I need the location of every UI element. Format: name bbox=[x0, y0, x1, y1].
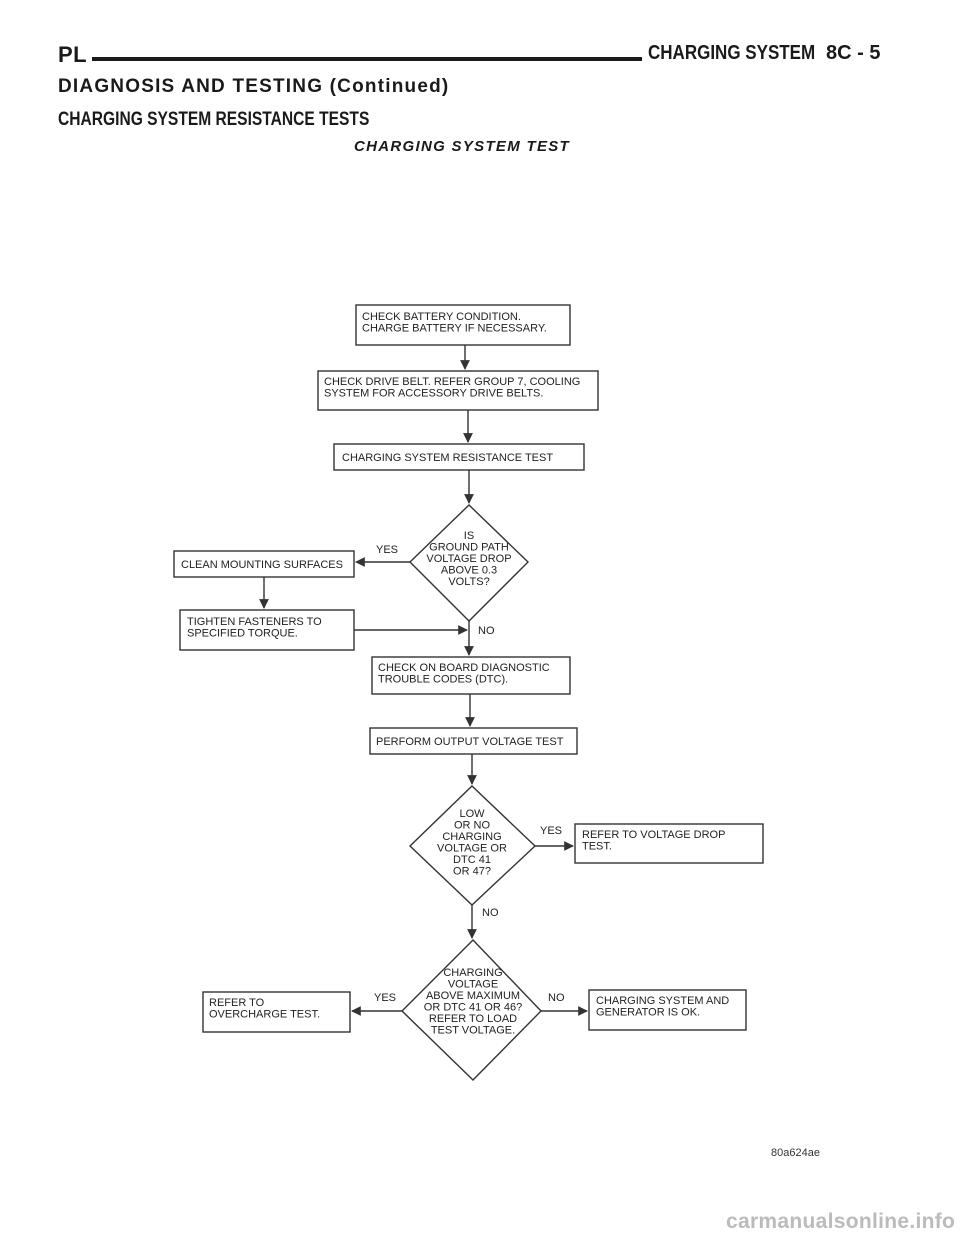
text-line: CLEAN MOUNTING SURFACES bbox=[181, 559, 343, 571]
text-line: ABOVE MAXIMUM bbox=[426, 990, 520, 1002]
text-line: VOLTAGE OR bbox=[437, 843, 507, 855]
text-line: REFER TO bbox=[209, 997, 265, 1009]
text-line: TROUBLE CODES (DTC). bbox=[378, 674, 508, 686]
header-rule bbox=[92, 57, 642, 61]
header-chapter-title: CHARGING SYSTEM bbox=[648, 42, 816, 64]
text-line: CHARGE BATTERY IF NECESSARY. bbox=[362, 323, 547, 335]
section-title: DIAGNOSIS AND TESTING (Continued) bbox=[58, 76, 450, 97]
text-line: TEST VOLTAGE. bbox=[431, 1025, 515, 1037]
subsection-title: CHARGING SYSTEM RESISTANCE TESTS bbox=[58, 109, 370, 130]
label-no-low: NO bbox=[482, 907, 499, 919]
text-line: CHARGING bbox=[443, 967, 502, 979]
text-line: GENERATOR IS OK. bbox=[596, 1007, 700, 1019]
text-line: LOW bbox=[459, 808, 485, 820]
label-yes-max: YES bbox=[374, 992, 396, 1004]
text-line: GROUND PATH bbox=[429, 542, 509, 554]
node-check-drive-belt-text: CHECK DRIVE BELT. REFER GROUP 7, COOLING… bbox=[324, 376, 580, 400]
text-line: TIGHTEN FASTENERS TO bbox=[187, 616, 322, 628]
text-line: OR 47? bbox=[453, 866, 491, 878]
label-yes-ground: YES bbox=[376, 544, 398, 556]
text-line: IS bbox=[464, 530, 474, 542]
label-no-ground: NO bbox=[478, 625, 495, 637]
label-no-max: NO bbox=[548, 992, 565, 1004]
text-line: REFER TO VOLTAGE DROP bbox=[582, 829, 725, 841]
text-line: ABOVE 0.3 bbox=[441, 565, 497, 577]
header-vehicle-code: PL bbox=[58, 42, 88, 67]
node-clean-surfaces-text: CLEAN MOUNTING SURFACES bbox=[181, 559, 343, 571]
node-check-battery: CHECK BATTERY CONDITION.CHARGE BATTERY I… bbox=[355, 304, 571, 346]
text-line: OR NO bbox=[454, 820, 491, 832]
text-line: DTC 41 bbox=[453, 854, 491, 866]
node-resistance-test: CHARGING SYSTEM RESISTANCE TEST bbox=[333, 443, 585, 471]
node-check-drive-belt: CHECK DRIVE BELT. REFER GROUP 7, COOLING… bbox=[317, 370, 599, 411]
text-line: SYSTEM FOR ACCESSORY DRIVE BELTS. bbox=[324, 388, 543, 400]
node-check-battery-text: CHECK BATTERY CONDITION.CHARGE BATTERY I… bbox=[362, 311, 547, 335]
text-line: CHECK DRIVE BELT. REFER GROUP 7, COOLING bbox=[324, 376, 580, 388]
text-line: CHARGING SYSTEM AND bbox=[596, 995, 729, 1007]
node-clean-surfaces: CLEAN MOUNTING SURFACES bbox=[173, 550, 355, 578]
node-resistance-test-text: CHARGING SYSTEM RESISTANCE TEST bbox=[342, 452, 553, 464]
text-line: VOLTS? bbox=[448, 576, 489, 588]
text-line: OR DTC 41 OR 46? bbox=[424, 1002, 522, 1014]
watermark: carmanualsonline.info bbox=[726, 1210, 956, 1233]
text-line: REFER TO LOAD bbox=[429, 1013, 517, 1025]
node-output-voltage-test-text: PERFORM OUTPUT VOLTAGE TEST bbox=[376, 736, 564, 748]
text-line: VOLTAGE DROP bbox=[426, 553, 511, 565]
text-line: TEST. bbox=[582, 841, 612, 853]
header-page-number: 8C - 5 bbox=[826, 42, 881, 64]
figure-code: 80a624ae bbox=[771, 1147, 820, 1159]
figure-title: CHARGING SYSTEM TEST bbox=[354, 138, 571, 155]
text-line: CHECK ON BOARD DIAGNOSTIC bbox=[378, 662, 550, 674]
text-line: OVERCHARGE TEST. bbox=[209, 1009, 320, 1021]
text-line: CHARGING SYSTEM RESISTANCE TEST bbox=[342, 452, 553, 464]
text-line: VOLTAGE bbox=[448, 979, 498, 991]
text-line: SPECIFIED TORQUE. bbox=[187, 628, 298, 640]
node-output-voltage-test: PERFORM OUTPUT VOLTAGE TEST bbox=[369, 727, 578, 755]
text-line: CHECK BATTERY CONDITION. bbox=[362, 311, 521, 323]
label-yes-low: YES bbox=[540, 825, 562, 837]
text-line: CHARGING bbox=[442, 831, 501, 843]
text-line: PERFORM OUTPUT VOLTAGE TEST bbox=[376, 736, 564, 748]
